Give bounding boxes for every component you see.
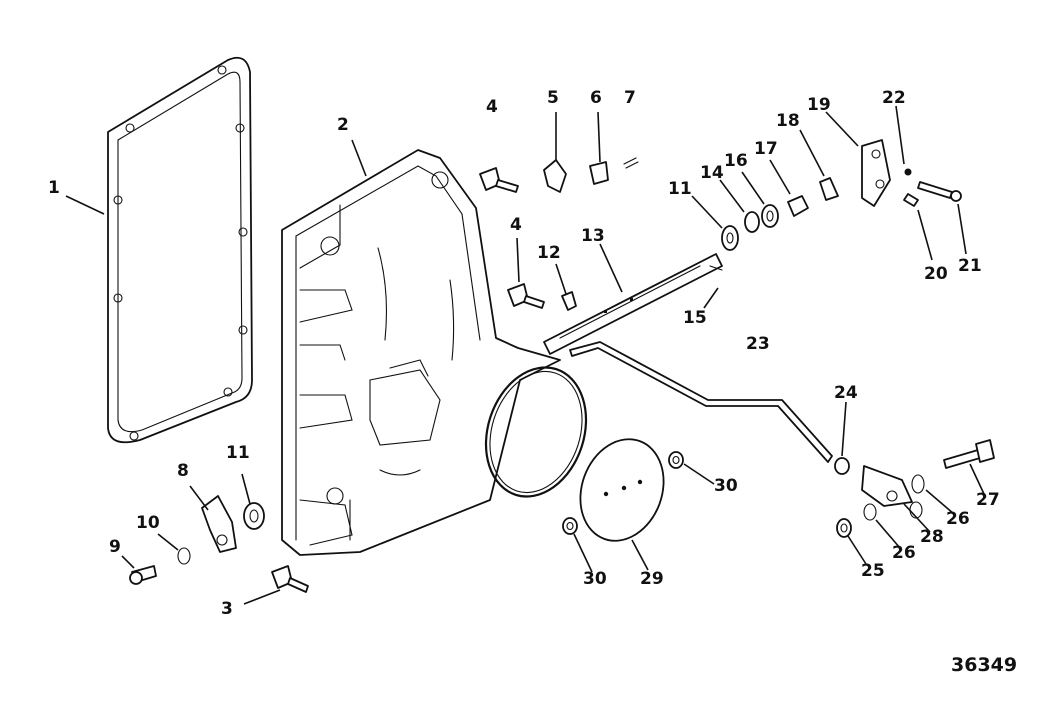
callout-30a: 30 — [714, 476, 738, 496]
callout-5: 5 — [547, 88, 559, 108]
callout-11a: 11 — [226, 443, 250, 463]
callout-20: 20 — [924, 264, 948, 284]
callout-18: 18 — [776, 111, 800, 131]
callout-9: 9 — [109, 537, 121, 557]
clip-hardware — [543, 157, 639, 193]
callout-22: 22 — [882, 88, 906, 108]
callout-25: 25 — [861, 561, 885, 581]
callout-23: 23 — [746, 334, 770, 354]
shift-rod-part — [569, 341, 833, 463]
callout-10: 10 — [136, 513, 160, 533]
callout-28: 28 — [920, 527, 944, 547]
cover-plate-part — [579, 438, 665, 542]
gasket-part — [107, 56, 253, 444]
callout-24: 24 — [834, 383, 858, 403]
callout-2: 2 — [337, 115, 349, 135]
callout-13: 13 — [581, 226, 605, 246]
callout-1: 1 — [48, 178, 60, 198]
callout-14: 14 — [700, 163, 724, 183]
callout-26b: 26 — [892, 543, 916, 563]
callout-4a: 4 — [486, 97, 498, 117]
callout-30b: 30 — [583, 569, 607, 589]
callout-21: 21 — [958, 256, 982, 276]
bracket-hardware — [562, 439, 995, 538]
seal-ring-part — [484, 366, 588, 498]
callout-7: 7 — [624, 88, 636, 108]
callout-15: 15 — [683, 308, 707, 328]
callout-19: 19 — [807, 95, 831, 115]
leader-lines — [65, 105, 985, 605]
callout-6: 6 — [590, 88, 602, 108]
callout-26a: 26 — [946, 509, 970, 529]
drawing-number: 36349 — [951, 654, 1018, 676]
callout-29: 29 — [640, 569, 664, 589]
callout-8: 8 — [177, 461, 189, 481]
shaft-hardware — [709, 139, 962, 271]
lever-hardware — [129, 495, 265, 585]
callout-16: 16 — [724, 151, 748, 171]
callout-3: 3 — [221, 599, 233, 619]
callout-17: 17 — [754, 139, 778, 159]
shaft-part — [543, 253, 723, 355]
callout-11b: 11 — [668, 179, 692, 199]
housing-part — [281, 149, 561, 556]
callout-12: 12 — [537, 243, 561, 263]
callout-27: 27 — [976, 490, 1000, 510]
fitting-hardware — [271, 167, 577, 593]
callout-labels: 1 2 3 4 4 5 6 7 8 9 10 11 11 12 13 14 15… — [48, 88, 1000, 619]
callout-4b: 4 — [510, 215, 522, 235]
